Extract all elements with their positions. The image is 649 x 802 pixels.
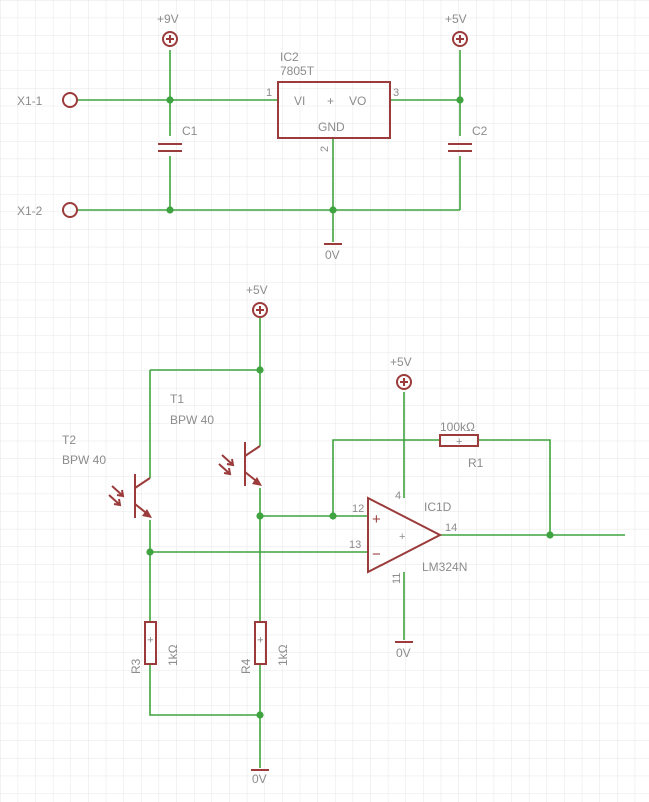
resistor-r1-plus: + [456,436,462,448]
ground-opamp: 0V [395,641,413,660]
connector-x1-2-label: X1-2 [17,204,43,218]
ground-bottom: 0V [251,769,269,786]
supply-plus5v-opamp: +5V [390,355,412,390]
opamp-ic1d: + − + IC1D LM324N 4 12 13 14 11 [349,490,467,584]
ground-opamp-label: 0V [396,646,411,660]
junction-dot [166,206,174,214]
junction-dot [329,206,337,214]
resistor-r4-value: 1kΩ [276,644,290,666]
resistor-r3-plus: + [145,637,157,643]
regulator-vi: VI [294,94,305,108]
junction-dot [146,548,154,556]
junction-dot [329,512,337,520]
resistor-r4-name: R4 [239,658,253,674]
phototransistor-t1-name: T1 [170,392,184,406]
opamp-plus-sign: + [372,511,381,528]
capacitor-c2-label: C2 [472,124,488,138]
junction-dot [256,366,264,374]
regulator-plus: + [327,94,334,108]
opamp-pin11: 11 [391,573,403,584]
resistor-r4-plus: + [255,637,267,643]
phototransistor-t1: T1 BPW 40 [170,392,262,486]
regulator-gnd: GND [318,120,345,134]
opamp-pin14: 14 [445,522,457,534]
opamp-value: LM324N [422,560,467,574]
regulator-vo: VO [349,94,366,108]
regulator-pin2: 2 [319,146,331,152]
junctions [146,96,554,719]
capacitor-c1: C1 [158,124,198,152]
ground-regulator: 0V [324,243,342,262]
supply-plus5v-top: +5V [445,12,468,47]
supply-plus5v-sensor-label: +5V [246,283,268,297]
regulator-pin3: 3 [393,87,399,99]
opamp-minus-sign: − [372,546,381,563]
supply-plus5v-opamp-label: +5V [390,355,412,369]
opamp-pin12: 12 [352,503,364,515]
resistor-r3-name: R3 [129,658,143,674]
connector-x1-2: X1-2 [17,202,78,218]
resistor-r1-name: R1 [468,456,484,470]
opamp-name: IC1D [424,500,452,514]
junction-dot [256,711,264,719]
phototransistor-t2-name: T2 [62,433,76,447]
ground-regulator-label: 0V [325,248,340,262]
supply-plus9v: +9V [157,12,179,47]
phototransistor-t1-value: BPW 40 [170,413,214,427]
resistor-r1-value: 100kΩ [440,420,475,434]
resistor-r1: + 100kΩ R1 [439,420,484,470]
regulator-name: IC2 [280,50,299,64]
supply-plus9v-label: +9V [157,12,179,26]
opamp-pin13: 13 [349,539,361,551]
capacitor-c1-label: C1 [182,124,198,138]
capacitor-c2: C2 [448,124,488,152]
resistor-r3: + R3 1kΩ [129,621,180,674]
supply-plus5v-top-label: +5V [445,12,467,26]
connector-x1-1-label: X1-1 [17,94,43,108]
junction-dot [456,96,464,104]
connector-x1-1: X1-1 [17,92,78,108]
opamp-pin4: 4 [395,490,401,502]
regulator-value: 7805T [280,64,315,78]
resistor-r4: + R4 1kΩ [239,621,290,674]
phototransistor-t2-value: BPW 40 [62,453,106,467]
junction-dot [166,96,174,104]
supply-plus5v-sensor: +5V [246,283,268,318]
phototransistor-t2: T2 BPW 40 [62,433,152,518]
resistor-r3-value: 1kΩ [166,644,180,666]
regulator-ic2: IC2 7805T VI + VO GND 1 3 2 [266,50,399,152]
regulator-pin1: 1 [266,87,272,99]
ground-bottom-label: 0V [252,772,267,786]
junction-dot [256,512,264,520]
junction-dot [546,531,554,539]
opamp-center-plus: + [399,531,405,543]
